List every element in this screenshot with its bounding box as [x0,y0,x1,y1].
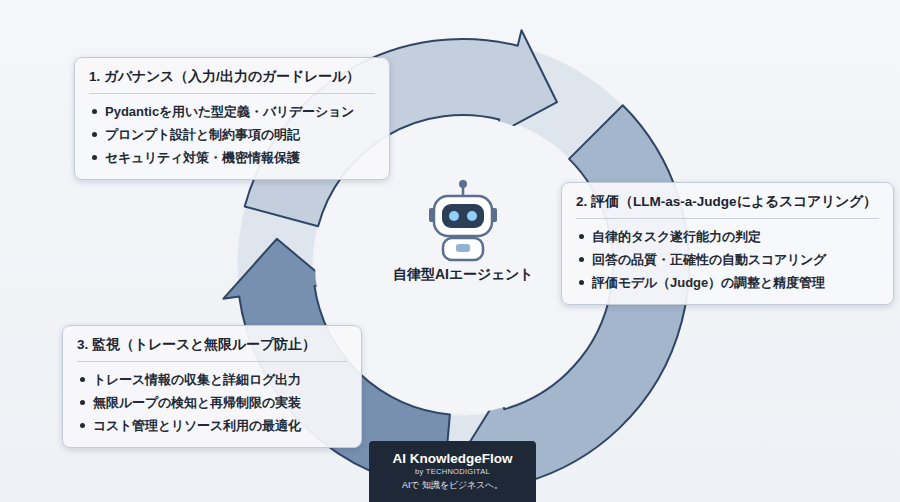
center-label: 自律型AIエージェント [393,266,533,284]
brand-tagline: AIで 知識をビジネスへ。 [402,479,503,492]
bullet-text: トレース情報の収集と詳細ログ出力 [93,372,301,387]
brand-box: AI KnowledgeFlowby TECHNODIGITAL AIで 知識をビ… [369,441,536,502]
bullet-text: プロンプト設計と制約事項の明記 [105,127,300,142]
heading-text: 2. 評価（LLM-as-a-Judgeによるスコアリング） [576,194,877,209]
bullet-item: セキュリティ対策・機密情報保護 [89,146,375,169]
bullet-text: 評価モデル（Judge）の調整と精度管理 [592,275,825,290]
evaluation-card: 2. 評価（LLM-as-a-Judgeによるスコアリング） 自律的タスク遂行能力… [561,182,894,305]
bullet-item: 評価モデル（Judge）の調整と精度管理 [576,271,879,294]
brand-byline: by TECHNODIGITAL [415,467,490,476]
bullet-text: コスト管理とリソース利用の最適化 [93,418,301,433]
bullet-text: Pydanticを用いた型定義・バリデーション [105,104,354,119]
bullet-item: 回答の品質・正確性の自動スコアリング [576,248,879,271]
bullet-dot [80,423,85,428]
bullet-item: コスト管理とリソース利用の最適化 [77,414,347,437]
bullet-text: セキュリティ対策・機密情報保護 [105,150,300,165]
bullet-text: 無限ループの検知と再帰制限の実装 [93,395,301,410]
bullet-dot [92,132,97,137]
bullet-item: トレース情報の収集と詳細ログ出力 [77,368,347,391]
bullet-dot [579,234,584,239]
bullet-item: Pydanticを用いた型定義・バリデーション [89,100,375,123]
card-heading: 1. ガバナンス（入力/出力のガードレール） [89,66,375,94]
heading-text: 3. 監視（トレースと無限ループ防止） [77,337,316,352]
bullet-text: 自律的タスク遂行能力の判定 [592,229,761,244]
monitoring-card: 3. 監視（トレースと無限ループ防止） トレース情報の収集と詳細ログ出力無限ループ… [62,325,362,448]
bullet-item: 無限ループの検知と再帰制限の実装 [77,391,347,414]
bullet-dot [579,280,584,285]
bullet-dot [80,377,85,382]
robot-icon [429,180,497,260]
governance-card: 1. ガバナンス（入力/出力のガードレール） Pydanticを用いた型定義・バリ… [74,57,390,180]
bullet-dot [579,257,584,262]
brand-name: AI KnowledgeFlow [393,451,513,466]
card-heading: 3. 監視（トレースと無限ループ防止） [77,334,347,362]
bullet-item: 自律的タスク遂行能力の判定 [576,225,879,248]
bullet-item: プロンプト設計と制約事項の明記 [89,123,375,146]
card-heading: 2. 評価（LLM-as-a-Judgeによるスコアリング） [576,191,879,219]
bullet-dot [92,109,97,114]
bullet-text: 回答の品質・正確性の自動スコアリング [592,252,826,267]
bullet-dot [80,400,85,405]
heading-text: 1. ガバナンス（入力/出力のガードレール） [89,69,360,84]
bullet-dot [92,155,97,160]
